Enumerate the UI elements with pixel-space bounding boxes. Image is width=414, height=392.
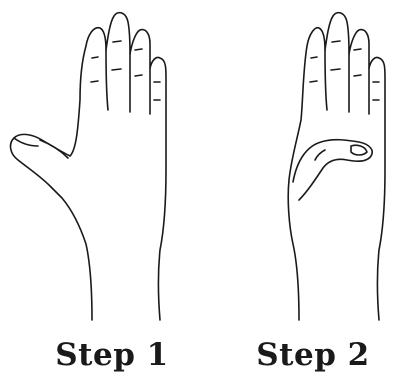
step-2-caption: Step 2 [223, 337, 403, 373]
step-1-caption: Step 1 [22, 337, 202, 373]
hand-thumb-folded-svg [207, 0, 414, 340]
crease [354, 75, 361, 76]
crease [311, 57, 317, 58]
crease [332, 41, 340, 42]
open-hand-thumb-out-illustration [0, 0, 207, 340]
crease [112, 69, 121, 70]
crease [91, 81, 98, 82]
open-hand-thumb-out-svg [0, 0, 207, 340]
crease [135, 75, 142, 76]
hand-outline [11, 13, 166, 320]
step-1-panel: Step 1 [0, 0, 207, 392]
hand-thumb-folded-illustration [207, 0, 414, 340]
crease [331, 69, 340, 70]
crease [92, 57, 98, 58]
crease [113, 41, 121, 42]
step-2-panel: Step 2 [207, 0, 414, 392]
crease [354, 49, 361, 50]
crease [310, 81, 317, 82]
crease [135, 49, 142, 50]
